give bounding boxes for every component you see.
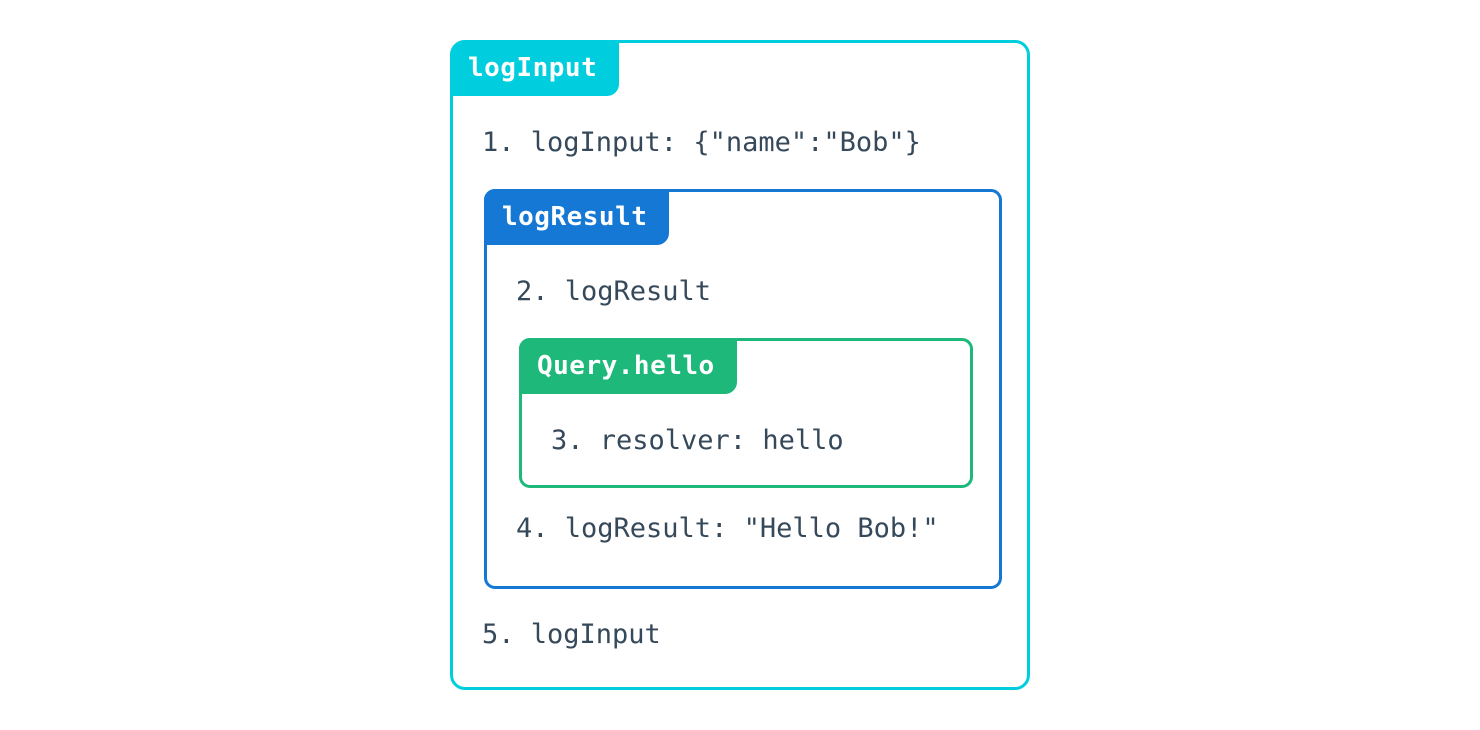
query-hello-lines: 3. resolver: hello <box>522 427 970 454</box>
trace-line-1: 1. logInput: {"name":"Bob"} <box>482 127 921 158</box>
log-input-lines-after: 5. logInput <box>453 621 1027 648</box>
box-label-query-hello: Query.hello <box>519 338 737 394</box>
box-label-log-result: logResult <box>484 189 670 245</box>
trace-line-4: 4. logResult: "Hello Bob!" <box>516 513 939 544</box>
box-query-hello: Query.hello 3. resolver: hello <box>519 338 973 488</box>
box-log-input: logInput 1. logInput: {"name":"Bob"} log… <box>450 40 1030 690</box>
log-input-lines-before: 1. logInput: {"name":"Bob"} <box>453 129 1027 156</box>
log-result-lines-before: 2. logResult <box>487 278 999 305</box>
box-label-text: Query.hello <box>537 351 715 381</box>
trace-line-3: 3. resolver: hello <box>551 425 844 456</box>
log-result-lines-after: 4. logResult: "Hello Bob!" <box>487 515 999 542</box>
trace-line-2: 2. logResult <box>516 276 712 307</box>
box-label-log-input: logInput <box>450 40 620 96</box>
trace-line-5: 5. logInput <box>482 619 661 650</box>
box-log-result: logResult 2. logResult Query.hello 3. re… <box>484 189 1002 589</box>
box-label-text: logInput <box>468 53 598 83</box>
box-label-text: logResult <box>502 202 648 232</box>
